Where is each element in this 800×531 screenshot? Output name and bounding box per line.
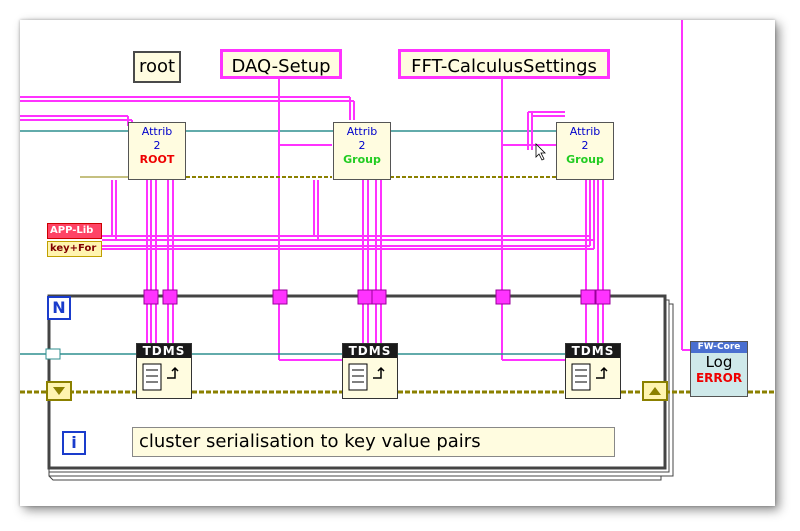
shift-register-right[interactable] (642, 381, 668, 401)
block-diagram-canvas (20, 20, 775, 481)
wire-daq (278, 79, 342, 361)
constant-daq-setup[interactable]: DAQ-Setup (220, 49, 342, 79)
tdms-header: TDMS (343, 344, 397, 358)
tdms-properties-icon (571, 363, 608, 391)
attrib-node-number: 2 (581, 139, 589, 152)
tdms-node-3[interactable]: TDMS (565, 343, 621, 399)
loop-count-terminal[interactable]: N (47, 296, 71, 320)
app-lib-subvi-label: key+For (47, 241, 102, 257)
tdms-properties-icon (348, 363, 385, 391)
diagram-comment[interactable]: cluster serialisation to key value pairs (132, 427, 615, 457)
fw-core-log-error-node[interactable]: FW-Core Log ERROR (690, 341, 748, 397)
wire-applib (102, 180, 595, 250)
attrib-node-title: Attrib (346, 125, 378, 138)
attrib-node-level: Group (566, 153, 604, 166)
app-lib-label: APP-Lib (47, 223, 102, 239)
attrib-node-root[interactable]: Attrib 2 ROOT (128, 122, 186, 180)
shift-register-left[interactable] (46, 381, 72, 401)
constant-fft-settings[interactable]: FFT-CalculusSettings (398, 49, 610, 79)
wire-bundle-top (20, 96, 355, 126)
attrib-node-number: 2 (358, 139, 366, 152)
tdms-properties-icon (142, 363, 179, 391)
attrib-node-group-fft[interactable]: Attrib 2 Group (556, 122, 614, 180)
fw-core-error-label: ERROR (695, 371, 743, 385)
wire-attrib-to-tdms (146, 180, 604, 345)
teal-tunnel (45, 348, 61, 360)
attrib-node-level: ROOT (139, 153, 175, 166)
attrib-node-title: Attrib (569, 125, 601, 138)
loop-tunnels (143, 289, 611, 305)
attrib-node-title: Attrib (141, 125, 173, 138)
fw-core-log-label: Log (705, 353, 733, 371)
tdms-header: TDMS (566, 344, 620, 358)
attrib-node-number: 2 (153, 139, 161, 152)
constant-root[interactable]: root (133, 51, 181, 83)
mouse-cursor-icon (535, 143, 546, 161)
attrib-node-group-daq[interactable]: Attrib 2 Group (333, 122, 391, 180)
attrib-node-level: Group (343, 153, 381, 166)
block-diagram-frame: root DAQ-Setup FFT-CalculusSettings Attr… (20, 20, 775, 506)
tdms-node-1[interactable]: TDMS (136, 343, 192, 399)
app-lib-node[interactable]: APP-Lib key+For (47, 223, 102, 257)
fw-core-label: FW-Core (691, 342, 747, 353)
tdms-node-2[interactable]: TDMS (342, 343, 398, 399)
wire-fft (501, 79, 565, 361)
loop-iteration-terminal[interactable]: i (62, 431, 86, 455)
tdms-header: TDMS (137, 344, 191, 358)
